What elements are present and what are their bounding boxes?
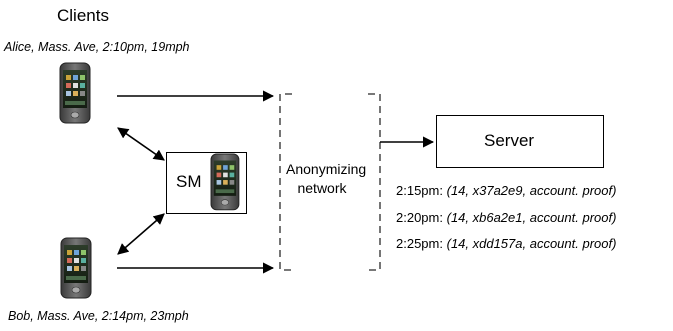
server-label: Server — [484, 131, 535, 150]
message-payload: (14, xb6a2e1, account. proof) — [446, 210, 617, 225]
anonymizing-label-line2: network — [297, 180, 347, 196]
bob-label: Bob, Mass. Ave, 2:14pm, 23mph — [8, 309, 189, 323]
sm-label: SM — [176, 172, 202, 191]
anonymizing-label-line1: Anonymizing — [286, 161, 367, 177]
server-box — [436, 115, 604, 168]
clients-heading: Clients — [57, 6, 109, 25]
message-row: 2:20pm: (14, xb6a2e1, account. proof) — [396, 210, 616, 225]
sm-box — [166, 152, 247, 214]
message-time: 2:25pm: — [396, 236, 443, 251]
message-payload: (14, x37a2e9, account. proof) — [446, 183, 617, 198]
phone-icon — [59, 62, 91, 124]
phone-icon — [210, 153, 240, 211]
message-time: 2:20pm: — [396, 210, 443, 225]
anonymizing-network-label: Anonymizing network — [286, 160, 367, 198]
message-time: 2:15pm: — [396, 183, 443, 198]
message-payload: (14, xdd157a, account. proof) — [446, 236, 617, 251]
alice-sm-arrow — [117, 127, 165, 161]
alice-label: Alice, Mass. Ave, 2:10pm, 19mph — [4, 40, 190, 54]
network-right-bracket — [368, 93, 381, 271]
message-row: 2:15pm: (14, x37a2e9, account. proof) — [396, 183, 616, 198]
message-row: 2:25pm: (14, xdd157a, account. proof) — [396, 236, 616, 251]
phone-icon — [60, 237, 92, 299]
network-left-bracket — [279, 93, 292, 271]
bob-sm-arrow — [117, 213, 165, 255]
